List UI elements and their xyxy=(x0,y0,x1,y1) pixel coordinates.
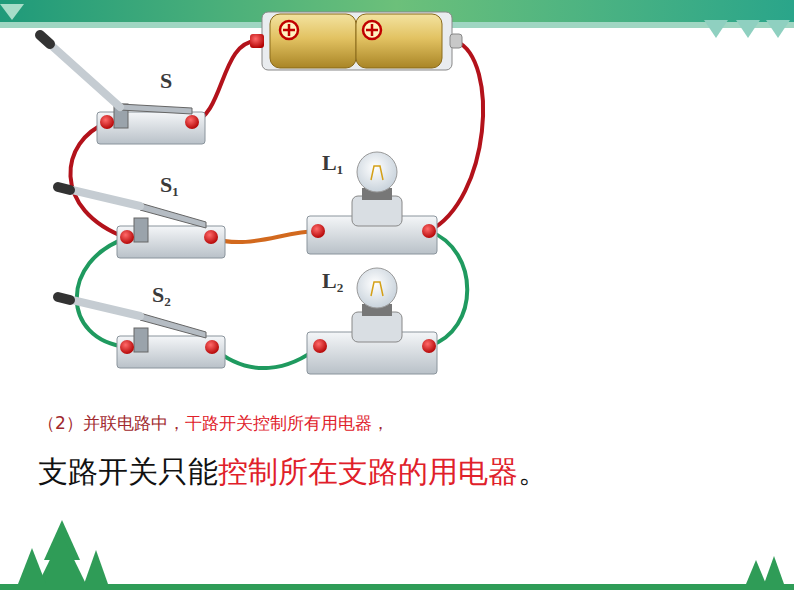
note-text: 控制所在支路的用电器 xyxy=(218,454,518,489)
note-text: 。 xyxy=(518,454,548,489)
wires xyxy=(70,41,483,368)
note-text: 支路开关只能 xyxy=(38,454,218,489)
component-label: L₂ xyxy=(322,268,343,294)
component-label: L₁ xyxy=(322,150,343,176)
component-label: S xyxy=(160,68,172,94)
note-line-small: （2）并联电路中，干路开关控制所有用电器， xyxy=(38,412,389,435)
switch-s2 xyxy=(58,297,225,368)
switch-s xyxy=(40,35,205,144)
component-label: S₁ xyxy=(160,172,179,198)
note-text: 干路开关控制所有用电器 xyxy=(185,413,372,433)
note-text: （2）并联电路中， xyxy=(38,413,185,433)
component-label: S₂ xyxy=(152,282,171,308)
bottom-bar xyxy=(0,584,794,590)
battery xyxy=(250,12,462,70)
note-line-large: 支路开关只能控制所在支路的用电器。 xyxy=(38,452,548,493)
note-text: ， xyxy=(372,413,389,433)
lamp-l2 xyxy=(307,268,437,374)
switch-s1 xyxy=(58,187,225,258)
trees xyxy=(18,520,784,584)
